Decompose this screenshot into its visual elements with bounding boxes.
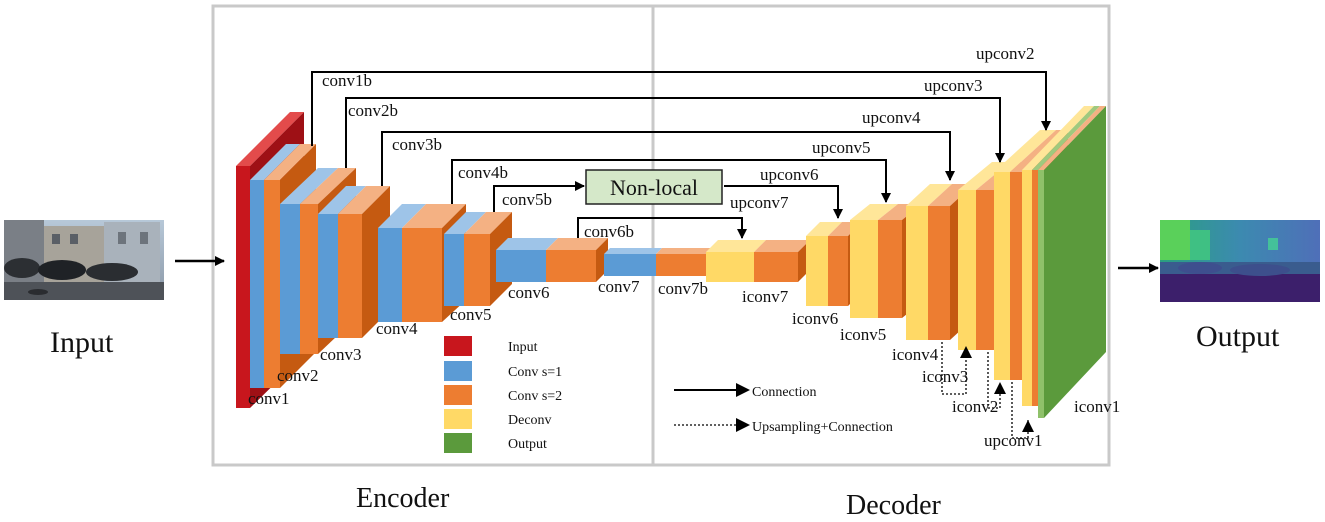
label-conv5: conv5 (450, 305, 492, 324)
legend-swatch-output (444, 433, 472, 453)
legend: Input Conv s=1 Conv s=2 Deconv Output Co… (444, 336, 893, 453)
legend-upsampling-arrowhead (736, 418, 750, 432)
label-conv2b: conv2b (348, 101, 398, 120)
output-depth-image (1160, 220, 1320, 302)
upconv1-output-block (1022, 106, 1106, 418)
legend-upsampling-label: Upsampling+Connection (752, 420, 893, 435)
label-upconv6: upconv6 (760, 165, 819, 184)
upsample-iconv4 (941, 342, 967, 395)
encoder-label: Encoder (356, 483, 450, 514)
label-conv3b: conv3b (392, 135, 442, 154)
legend-label-input: Input (508, 340, 538, 355)
decoder-panel (651, 4, 1111, 467)
legend-label-deconv: Deconv (508, 413, 552, 428)
label-conv4: conv4 (376, 319, 418, 338)
label-conv2: conv2 (277, 366, 319, 385)
legend-swatch-conv-s2 (444, 385, 472, 405)
skip-conv4b (451, 159, 891, 204)
label-upconv7: upconv7 (730, 193, 789, 212)
legend-connection-arrowhead (736, 383, 750, 397)
legend-swatch-input (444, 336, 472, 356)
label-iconv6: iconv6 (792, 309, 838, 328)
conv3-block (318, 186, 390, 338)
legend-label-conv-s2: Conv s=2 (508, 389, 562, 404)
upsample-arrowhead-3 (1022, 420, 1034, 432)
conv6-block (496, 238, 608, 282)
nonlocal-label: Non-local (610, 175, 698, 200)
upsample-iconv3 (987, 352, 1001, 409)
skip-conv6b (577, 217, 747, 239)
input-image (4, 220, 164, 300)
legend-swatch-deconv (444, 409, 472, 429)
label-conv7: conv7 (598, 277, 640, 296)
skip-conv3b (381, 131, 955, 186)
label-iconv1: iconv1 (1074, 397, 1120, 416)
skip-conv5b (493, 181, 585, 212)
input-label: Input (50, 326, 114, 359)
skip-conv1b (311, 71, 1051, 146)
label-conv5b: conv5b (502, 190, 552, 209)
label-conv3: conv3 (320, 345, 362, 364)
label-upconv5: upconv5 (812, 138, 871, 157)
label-iconv2: iconv2 (952, 397, 998, 416)
label-conv7b: conv7b (658, 279, 708, 298)
output-label: Output (1196, 320, 1280, 353)
label-iconv5: iconv5 (840, 325, 886, 344)
legend-label-output: Output (508, 437, 547, 452)
label-conv6b: conv6b (584, 222, 634, 241)
label-upconv1: upconv1 (984, 431, 1043, 450)
skip-conv2b (345, 97, 1005, 168)
label-conv1: conv1 (248, 389, 290, 408)
conv7-block (604, 248, 712, 276)
label-iconv3: iconv3 (922, 367, 968, 386)
legend-connection-label: Connection (752, 385, 817, 400)
label-conv4b: conv4b (458, 163, 508, 182)
legend-swatch-conv-s1 (444, 361, 472, 381)
upsample-arrowhead-1 (960, 346, 972, 358)
label-iconv7: iconv7 (742, 287, 789, 306)
upconv7-block (706, 240, 810, 282)
upsample-arrowhead-2 (994, 382, 1006, 394)
upsampling-arrowheads (960, 346, 1034, 432)
nonlocal-box (585, 169, 723, 205)
label-upconv4: upconv4 (862, 108, 921, 127)
legend-label-conv-s1: Conv s=1 (508, 365, 562, 380)
skip-connections (311, 71, 1051, 239)
label-iconv4: iconv4 (892, 345, 939, 364)
label-conv6: conv6 (508, 283, 550, 302)
label-upconv2: upconv2 (976, 44, 1035, 63)
label-upconv3: upconv3 (924, 76, 983, 95)
label-conv1b: conv1b (322, 71, 372, 90)
skip-nonlocal (724, 185, 843, 219)
decoder-label: Decoder (846, 490, 942, 521)
